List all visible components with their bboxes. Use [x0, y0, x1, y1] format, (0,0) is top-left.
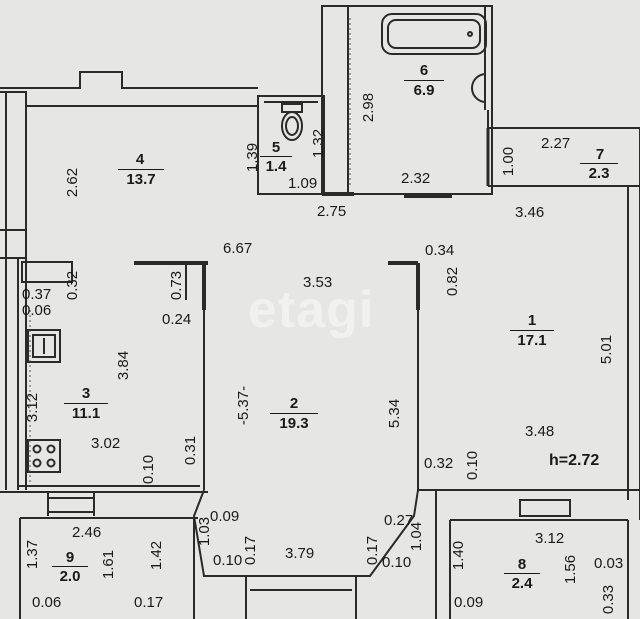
dim-label: 3.46 — [515, 204, 545, 221]
dim-label: 2.75 — [317, 203, 347, 220]
room-8-number: 8 — [517, 556, 527, 573]
dim-label: 3.12 — [24, 392, 42, 423]
dim-label: 2.98 — [360, 92, 378, 123]
dim-label: 1.09 — [288, 175, 318, 192]
room-1-area: 17.1 — [510, 330, 554, 348]
dim-label: 0.31 — [182, 435, 200, 466]
toilet-tank-icon — [281, 103, 303, 113]
dim-label: 1.03 — [196, 516, 214, 547]
dim-label: 0.37 — [22, 286, 52, 303]
dim-label: 0.32 — [424, 455, 454, 472]
stove-icon — [27, 439, 61, 473]
dim-label: 2.46 — [72, 524, 102, 541]
dim-label: 0.82 — [444, 266, 462, 297]
room-1-number: 1 — [527, 312, 537, 329]
dim-label: 0.10 — [382, 554, 412, 571]
dim-label: 1.61 — [100, 549, 118, 580]
room-4-number: 4 — [135, 151, 145, 168]
dim-label: 5.34 — [386, 398, 404, 429]
dim-label: 0.06 — [32, 594, 62, 611]
room-9-number: 9 — [65, 549, 75, 566]
counter — [21, 261, 73, 283]
dim-label: 1.04 — [408, 521, 426, 552]
dim-label: 2.27 — [541, 135, 571, 152]
room-8-area: 2.4 — [504, 573, 540, 591]
dim-label: 6.67 — [223, 240, 253, 257]
room-5-area: 1.4 — [260, 156, 292, 174]
room-3-area: 11.1 — [64, 403, 108, 421]
toilet-icon — [281, 111, 303, 141]
dim-label: 3.53 — [303, 274, 333, 291]
dim-label: 1.40 — [450, 540, 468, 571]
ceiling-height-label: h=2.72 — [549, 452, 600, 469]
sink-icon — [471, 73, 487, 103]
dim-label: 0.73 — [168, 270, 186, 301]
wall-wc-5 — [257, 95, 325, 195]
room-7-area: 2.3 — [580, 163, 618, 181]
dim-label: 0.09 — [454, 594, 484, 611]
dim-label: 2.32 — [401, 170, 431, 187]
dim-label: -5.37- — [235, 385, 253, 426]
room-9-area: 2.0 — [52, 566, 88, 584]
dim-label: 0.24 — [162, 311, 192, 328]
dim-label: 0.33 — [600, 584, 618, 615]
dim-label: 3.02 — [91, 435, 121, 452]
dim-label: 2.62 — [64, 167, 82, 198]
dim-label: 3.12 — [535, 530, 565, 547]
room-5-number: 5 — [271, 139, 281, 156]
dim-label: 0.32 — [64, 270, 82, 301]
bathtub-icon — [381, 13, 487, 55]
dim-label: 0.06 — [22, 302, 52, 319]
dim-label: 1.00 — [500, 146, 518, 177]
dim-label: 1.56 — [562, 554, 580, 585]
dim-label: 1.39 — [244, 142, 262, 173]
dim-label: 0.10 — [464, 450, 482, 481]
room-3-number: 3 — [81, 385, 91, 402]
kitchen-sink-icon — [27, 329, 61, 363]
room-2-area: 19.3 — [270, 413, 318, 431]
outer-wall-top-left — [0, 71, 258, 89]
dim-label: 0.10 — [140, 454, 158, 485]
dim-label: 1.32 — [310, 128, 328, 159]
inner-wall-top-left — [0, 91, 258, 107]
dim-label: 0.17 — [364, 535, 382, 566]
dim-label: 5.01 — [598, 334, 616, 365]
room-4-area: 13.7 — [118, 169, 164, 187]
dim-label: 0.17 — [242, 535, 260, 566]
dim-label: 1.42 — [148, 540, 166, 571]
dim-label: 1.37 — [24, 539, 42, 570]
dim-label: 0.10 — [213, 552, 243, 569]
dim-label: 3.84 — [115, 350, 133, 381]
room-6-area: 6.9 — [404, 80, 444, 98]
dim-label: 0.03 — [594, 555, 624, 572]
dim-label: 0.27 — [384, 512, 414, 529]
room-7-number: 7 — [595, 146, 605, 163]
room-2-number: 2 — [289, 395, 299, 412]
watermark-logo: etagi — [248, 281, 375, 339]
dim-label: 3.48 — [525, 423, 555, 440]
dim-label: 0.09 — [210, 508, 240, 525]
dim-label: 0.34 — [425, 242, 455, 259]
dim-label: 0.17 — [134, 594, 164, 611]
room-6-number: 6 — [419, 62, 429, 79]
dim-label: 3.79 — [285, 545, 315, 562]
